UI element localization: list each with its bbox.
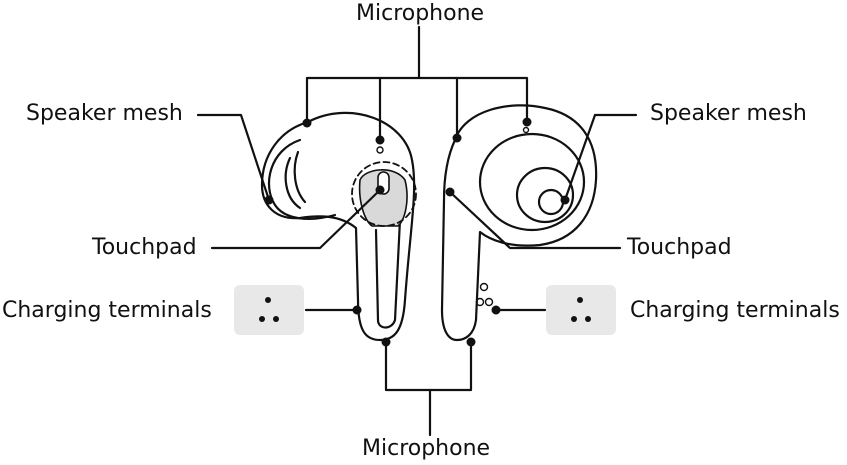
label-speaker-mesh-left: Speaker mesh [26,101,183,126]
label-microphone-bottom: Microphone [362,436,491,461]
charging-terminals-badge-right [546,285,616,335]
label-microphone-top: Microphone [356,1,485,26]
callout-dots [264,117,570,347]
label-speaker-mesh-right: Speaker mesh [650,101,807,126]
charging-terminals-badge-left [234,285,304,335]
label-charging-terminals-right: Charging terminals [630,298,840,323]
label-touchpad-left: Touchpad [92,235,197,260]
label-charging-terminals-left: Charging terminals [2,298,212,323]
label-touchpad-right: Touchpad [627,235,732,260]
